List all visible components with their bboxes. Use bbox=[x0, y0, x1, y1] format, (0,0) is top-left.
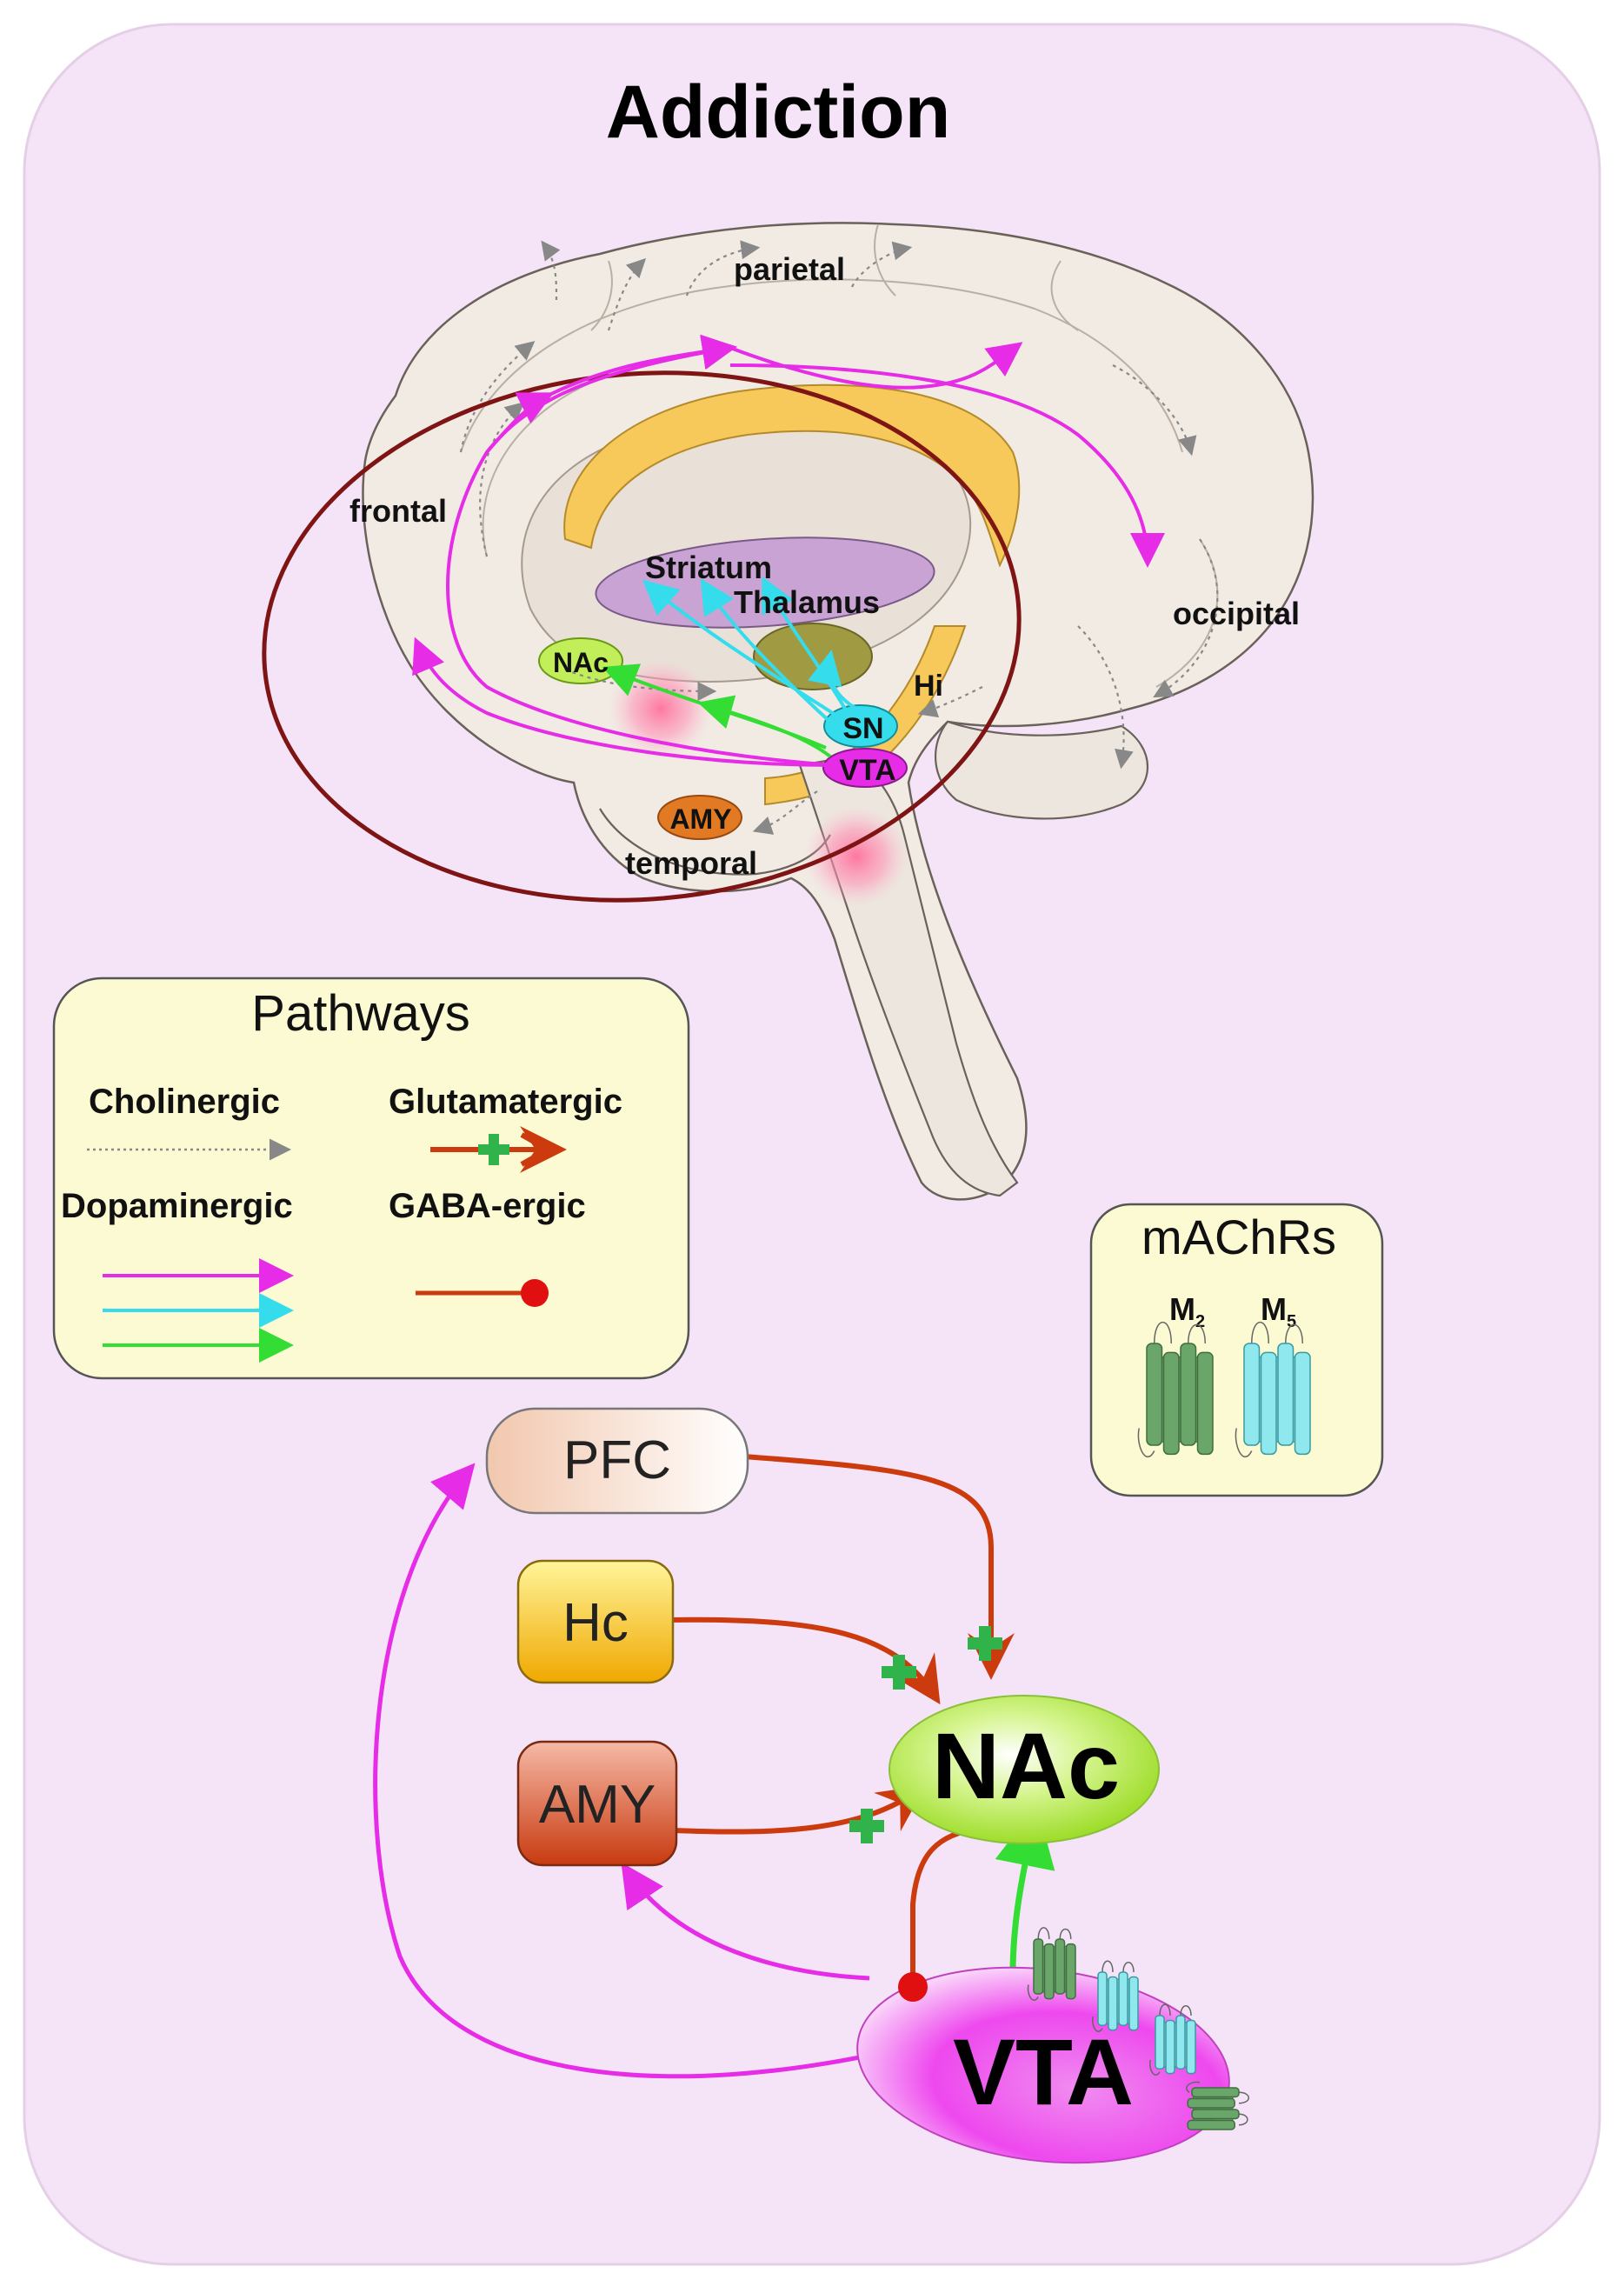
m5-receptor-vta-2 bbox=[1148, 2003, 1196, 2076]
label-m5: M5 bbox=[1261, 1291, 1296, 1331]
circuit-diagram: PFC Hc AMY NAc VTA bbox=[373, 1407, 1249, 2164]
label-amy-brain: AMY bbox=[669, 803, 731, 835]
green-dopaminergic-arrows bbox=[602, 663, 832, 758]
label-nac-brain: NAc bbox=[553, 647, 609, 678]
legend-cholinergic: Cholinergic bbox=[89, 1083, 280, 1121]
node-pfc-label: PFC bbox=[563, 1430, 671, 1490]
machrs-box: mAChRs M2 M5 bbox=[1089, 1203, 1384, 1497]
node-pfc bbox=[485, 1407, 749, 1515]
node-amy bbox=[516, 1740, 678, 1867]
plus-amy bbox=[849, 1809, 884, 1843]
pfc-to-nac bbox=[742, 1454, 1015, 1680]
node-vta-label: VTA bbox=[953, 2019, 1134, 2124]
m5-receptor-icon bbox=[1235, 1321, 1311, 1458]
m2-receptor-vta-2 bbox=[1186, 2081, 1249, 2130]
legend-glutamatergic-arrow bbox=[430, 1126, 567, 1173]
label-parietal: parietal bbox=[734, 251, 845, 287]
nac-brain bbox=[538, 637, 623, 684]
node-hc-label: Hc bbox=[562, 1593, 629, 1653]
limbic-circle bbox=[262, 370, 1022, 903]
sn-brain bbox=[823, 704, 898, 748]
node-nac-label: NAc bbox=[932, 1713, 1120, 1818]
node-nac bbox=[889, 1695, 1160, 1844]
vta-brain bbox=[822, 748, 908, 788]
vta-to-amy bbox=[621, 1862, 870, 1981]
label-vta-brain: VTA bbox=[839, 754, 895, 787]
label-frontal: frontal bbox=[349, 493, 447, 529]
vta-to-pfc bbox=[373, 1463, 905, 2079]
machrs-title: mAChRs bbox=[1141, 1210, 1336, 1264]
label-striatum: Striatum bbox=[645, 550, 772, 585]
legend-gaba: GABA-ergic bbox=[389, 1187, 586, 1225]
dopaminergic-brain-arrows bbox=[412, 334, 1165, 767]
amy-brain bbox=[657, 795, 742, 840]
hc-to-nac bbox=[664, 1616, 941, 1705]
m5-receptor-vta-1 bbox=[1091, 1960, 1139, 2032]
legend-dopaminergic: Dopaminergic bbox=[61, 1187, 293, 1225]
title: Addiction bbox=[606, 70, 951, 154]
cyan-dopaminergic-arrows bbox=[642, 576, 858, 728]
label-hi: Hi bbox=[914, 670, 943, 703]
plus-pfc bbox=[968, 1626, 1002, 1661]
brain-illustration: parietal frontal occipital temporal Stri… bbox=[262, 222, 1315, 1201]
label-m2: M2 bbox=[1169, 1291, 1205, 1331]
label-occipital: occipital bbox=[1173, 596, 1300, 631]
label-sn: SN bbox=[842, 712, 883, 745]
node-amy-label: AMY bbox=[539, 1775, 656, 1835]
legend-title: Pathways bbox=[251, 985, 469, 1042]
plus-hc bbox=[882, 1655, 916, 1690]
gaba-terminal bbox=[898, 1972, 928, 2002]
legend-gaba-symbol bbox=[416, 1279, 549, 1307]
m2-receptor-icon bbox=[1137, 1321, 1214, 1458]
corpus-callosum bbox=[563, 383, 1021, 568]
pathways-legend: Pathways Cholinergic Glutamatergic Dopam… bbox=[52, 977, 690, 1380]
m2-receptor-vta-1 bbox=[1027, 1927, 1076, 2001]
amy-to-nac bbox=[673, 1785, 926, 1835]
cerebellum bbox=[934, 720, 1149, 820]
label-temporal: temporal bbox=[625, 845, 757, 881]
legend-glutamatergic: Glutamatergic bbox=[389, 1083, 622, 1121]
label-thalamus: Thalamus bbox=[734, 584, 880, 620]
glow-vta bbox=[804, 806, 909, 907]
node-hc bbox=[516, 1559, 675, 1684]
legend-box bbox=[52, 977, 690, 1380]
